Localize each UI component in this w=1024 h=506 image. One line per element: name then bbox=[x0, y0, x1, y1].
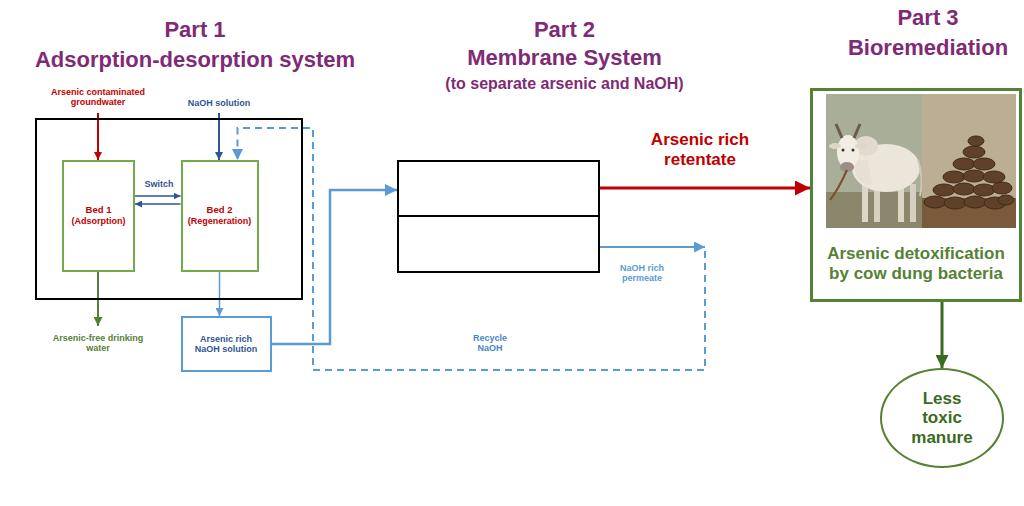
stream-label: NaOH rich permeate bbox=[607, 263, 677, 284]
product-label: Arsenic-free drinking water bbox=[43, 333, 153, 354]
section-heading: Bioremediation bbox=[848, 35, 1008, 60]
cow-eye bbox=[842, 149, 845, 152]
cow-leg bbox=[910, 184, 916, 222]
cow-photo bbox=[826, 94, 922, 228]
node-body: Less toxic manure bbox=[882, 370, 1002, 466]
section-heading: (to separate arsenic and NaOH) bbox=[445, 74, 683, 92]
cow-horns bbox=[836, 124, 860, 138]
connector-line bbox=[941, 302, 944, 368]
connector-line bbox=[219, 272, 221, 316]
section-heading: Membrane System bbox=[467, 45, 661, 70]
inflow-arrow bbox=[97, 113, 99, 160]
connector bbox=[135, 204, 181, 205]
connector-line bbox=[600, 187, 810, 190]
membrane-module: Part 2Membrane System(to separate arseni… bbox=[397, 160, 600, 273]
product-circle: Less toxic manure bbox=[880, 368, 1004, 468]
membrane-divider bbox=[399, 215, 598, 217]
node-label: (Adsorption) bbox=[72, 216, 126, 226]
adsorption-bed: Bed 1(Adsorption) bbox=[62, 160, 135, 272]
stream-label: Arsenic rich retentate bbox=[625, 130, 775, 169]
stream-label: Recycle NaOH bbox=[464, 333, 516, 354]
connector-line bbox=[600, 246, 705, 248]
connector bbox=[272, 190, 398, 344]
connector bbox=[600, 188, 810, 189]
dung-cakes bbox=[924, 136, 1014, 209]
section-heading: Part 1 bbox=[164, 17, 225, 42]
regeneration-bed: Bed 2(Regeneration) bbox=[181, 160, 259, 272]
node-body: Arsenic rich NaOH solution bbox=[183, 318, 270, 370]
connector-line bbox=[238, 128, 706, 370]
switch-label: Switch bbox=[144, 179, 173, 189]
source-label: Arsenic contaminated groundwater bbox=[38, 87, 158, 108]
cow-ear bbox=[829, 143, 841, 149]
node-label: (Regeneration) bbox=[188, 216, 252, 226]
connector bbox=[219, 272, 220, 316]
node-body: Arsenic detoxification by cow dung bacte… bbox=[813, 228, 1019, 299]
bioremediation-panel: Part 3BioremediationArsenic detoxificati… bbox=[810, 88, 1022, 302]
dung-photo bbox=[922, 94, 1016, 228]
connector bbox=[135, 196, 181, 197]
cow-tail bbox=[918, 160, 922, 196]
cow-eye bbox=[852, 149, 855, 152]
cow-rope bbox=[830, 170, 847, 200]
node-label: Less toxic manure bbox=[902, 389, 982, 448]
connector bbox=[238, 128, 706, 370]
solution-tank: Arsenic rich NaOH solution bbox=[181, 316, 272, 372]
photo-background bbox=[922, 94, 1016, 228]
cow-leg bbox=[862, 184, 868, 222]
inflow-arrow bbox=[218, 113, 220, 160]
section-heading: Part 3 bbox=[897, 5, 958, 30]
node-body: Bed 1(Adsorption) bbox=[64, 162, 133, 270]
section-heading: Adsorption-desorption system bbox=[35, 47, 355, 72]
section-heading: Part 2 bbox=[534, 17, 595, 42]
source-label: NaOH solution bbox=[188, 98, 251, 108]
system-panel: Part 1Adsorption-desorption systemBed 1(… bbox=[35, 118, 303, 300]
node-body: Bed 2(Regeneration) bbox=[183, 162, 257, 270]
connector-line bbox=[135, 195, 181, 197]
node-label: Bed 1 bbox=[86, 205, 112, 216]
node-label: Arsenic detoxification by cow dung bacte… bbox=[825, 244, 1007, 283]
connector-line bbox=[272, 190, 398, 344]
node-label: Arsenic rich NaOH solution bbox=[188, 334, 264, 355]
cow-leg bbox=[898, 186, 904, 222]
cow-ear bbox=[855, 143, 867, 149]
connector bbox=[942, 302, 943, 368]
connector-line bbox=[135, 203, 181, 205]
node-label: Bed 2 bbox=[207, 205, 233, 216]
photo-background bbox=[826, 94, 922, 228]
